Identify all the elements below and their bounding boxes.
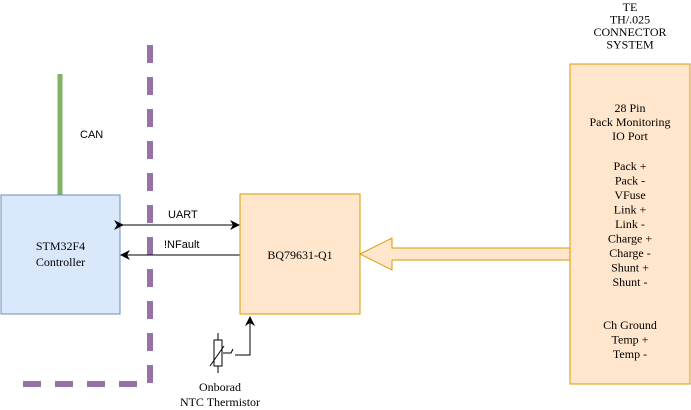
connector-to-bq-arrow <box>358 237 571 271</box>
connector-pin-0: Pack + <box>613 159 646 173</box>
connector-header-line-0: 28 Pin <box>614 101 645 115</box>
isolation-boundary <box>12 45 153 387</box>
can-bus: CAN <box>57 74 103 195</box>
connector-pin-5: Charge + <box>608 232 652 246</box>
bq79631-label: BQ79631-Q1 <box>267 248 332 262</box>
connector-pin-7: Shunt + <box>611 261 649 275</box>
thermistor-symbol <box>209 333 234 373</box>
connector-pin-2: VFuse <box>614 188 645 202</box>
connector-pin-8: Shunt - <box>612 275 647 289</box>
thermistor-connection <box>235 316 255 356</box>
connector-pin-aux-0: Ch Ground <box>603 318 657 332</box>
connector-block[interactable] <box>569 63 691 385</box>
connector-title-line-1: TH/.025 <box>610 13 650 27</box>
connector-header-line-1: Pack Monitoring <box>590 115 671 129</box>
thermistor-label-line1: Onborad <box>199 380 241 394</box>
nfault-link: !NFault <box>120 239 240 260</box>
stm32-label-line1: STM32F4 <box>36 239 85 253</box>
connector-header-line-2: IO Port <box>612 129 648 143</box>
connector-pin-3: Link + <box>614 203 647 217</box>
uart-label: UART <box>168 209 198 221</box>
thermistor-label-line2: NTC Thermistor <box>180 395 260 409</box>
connector-title-line-0: TE <box>623 0 638 14</box>
bq79631-block[interactable]: BQ79631-Q1 <box>239 193 361 315</box>
stm32-controller-block[interactable]: STM32F4 Controller <box>0 194 121 315</box>
connector-title-line-3: SYSTEM <box>606 38 654 52</box>
connector-pin-aux-2: Temp - <box>613 347 647 361</box>
can-label: CAN <box>80 129 103 141</box>
nfault-label: !NFault <box>164 239 199 251</box>
connector-title-line-2: CONNECTOR <box>593 25 666 39</box>
stm32-label-line2: Controller <box>36 255 85 269</box>
connector-pin-6: Charge - <box>609 246 650 260</box>
connector-pin-aux-1: Temp + <box>612 333 649 347</box>
connector-pin-4: Link - <box>615 217 645 231</box>
connector-pin-1: Pack - <box>615 174 645 188</box>
uart-link: UART <box>114 209 240 230</box>
